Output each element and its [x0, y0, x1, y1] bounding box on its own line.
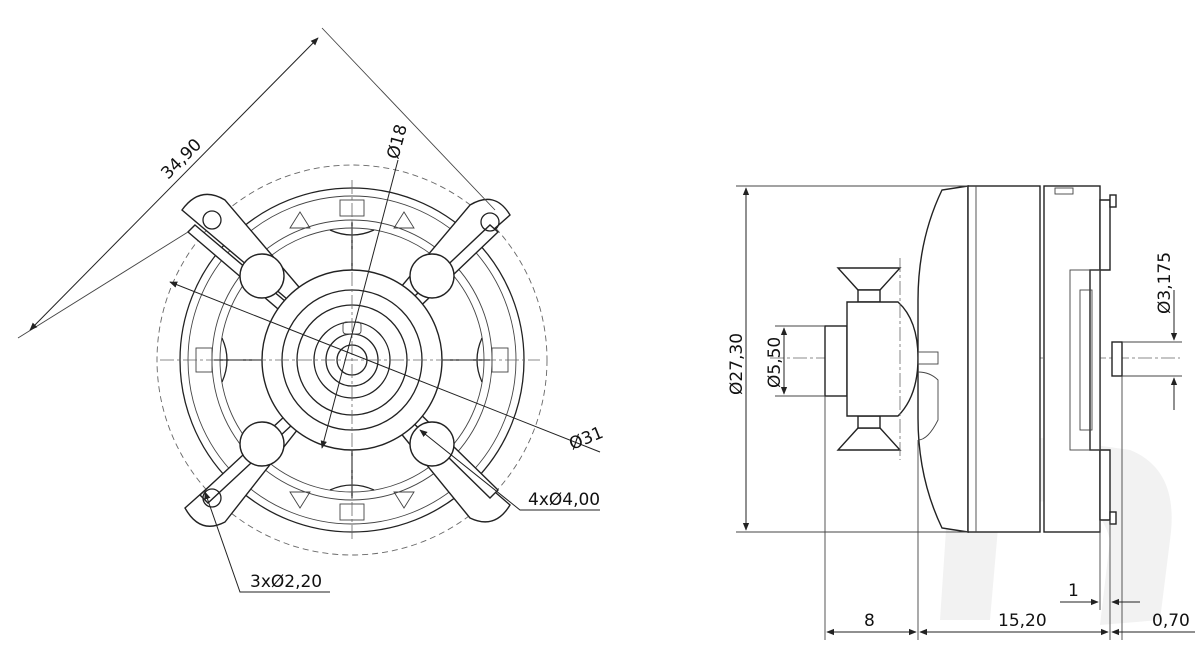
label-shaft-diameter: Ø3,175: [1155, 252, 1175, 314]
dim-bottom: 8 15,20 1 0,70: [824, 376, 1195, 640]
label-height: Ø27,30: [727, 333, 747, 395]
label-body-length: 15,20: [998, 611, 1047, 631]
label-outer-diameter: Ø31: [566, 423, 606, 455]
label-inner-diameter: Ø18: [384, 122, 412, 161]
dim-small-holes: 3xØ2,20: [204, 491, 330, 593]
prop-adapter: [824, 258, 919, 460]
motor-bell: [917, 185, 1041, 533]
front-view: 34,90 Ø18 Ø31 4xØ4,00 3xØ2,20: [17, 27, 606, 593]
label-small-holes: 3xØ2,20: [250, 572, 322, 592]
mount-hole-large: [239, 421, 285, 467]
outer-dashed-circle: [156, 164, 548, 556]
mount-hole-large: [409, 421, 455, 467]
motor-base: [1043, 185, 1123, 533]
label-large-holes: 4xØ4,00: [528, 490, 600, 510]
dim-shaft-diameter: Ø3,175: [1122, 252, 1182, 410]
side-view: Ø27,30 Ø5,50 Ø3,175 8 15,20: [727, 185, 1195, 640]
dim-large-holes: 4xØ4,00: [419, 429, 600, 511]
dim-holder-diameter: Ø5,50: [765, 325, 825, 397]
label-prop-length: 8: [864, 611, 875, 631]
mount-hole-large: [409, 253, 455, 299]
dim-height: Ø27,30: [727, 185, 968, 533]
label-step: 1: [1068, 581, 1079, 601]
label-shaft-tip: 0,70: [1152, 611, 1190, 631]
shaft-tip: [1111, 341, 1123, 377]
label-holder-diameter: Ø5,50: [765, 337, 785, 388]
mount-hole-large: [239, 253, 285, 299]
mount-hole-small: [480, 212, 500, 232]
mount-hole-small: [202, 488, 222, 508]
